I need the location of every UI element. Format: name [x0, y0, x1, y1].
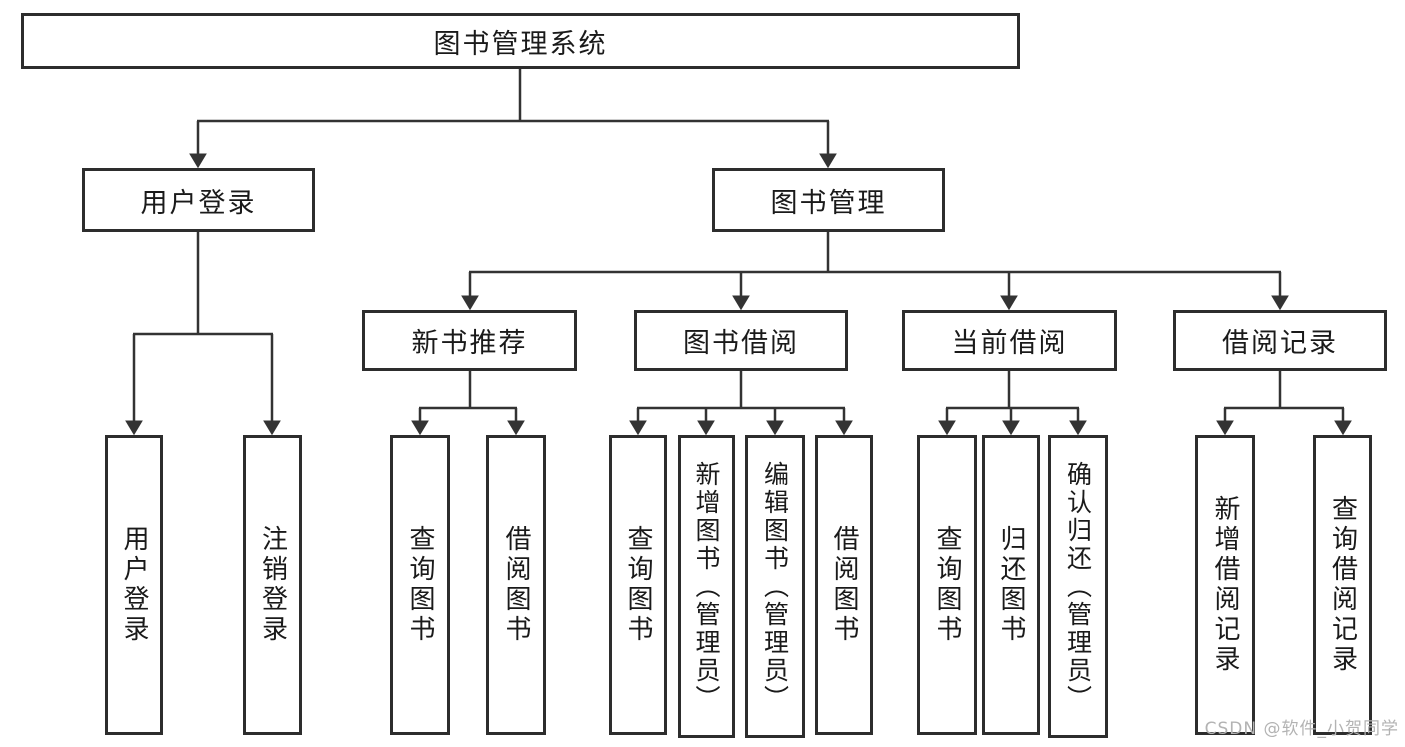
node-label: 编辑图书（管理员）	[760, 460, 790, 713]
node-logout-action: 注销登录	[243, 435, 302, 735]
node-label: 查询借阅记录	[1327, 495, 1358, 675]
node-label: 新书推荐	[411, 328, 528, 359]
node-label: 图书管理系统	[433, 28, 608, 60]
node-user-login: 用户登录	[82, 168, 315, 232]
node-label: 借阅图书	[829, 525, 859, 645]
node-add-borrow-record: 新增借阅记录	[1195, 435, 1255, 735]
node-label: 借阅记录	[1222, 328, 1338, 359]
node-borrow-books-recommend: 借阅图书	[486, 435, 546, 735]
node-confirm-return-admin: 确认归还（管理员）	[1048, 435, 1108, 738]
node-label: 查询图书	[932, 525, 962, 645]
node-new-book-recommend: 新书推荐	[362, 310, 577, 371]
node-current-borrow: 当前借阅	[902, 310, 1117, 371]
node-label: 用户登录	[140, 187, 257, 219]
node-query-books-borrow: 查询图书	[609, 435, 667, 735]
node-borrow-books-borrow: 借阅图书	[815, 435, 873, 735]
node-label: 新增借阅记录	[1210, 495, 1240, 675]
node-label: 新增图书（管理员）	[692, 460, 721, 713]
node-edit-books-admin: 编辑图书（管理员）	[745, 435, 805, 738]
node-query-books-recommend: 查询图书	[390, 435, 450, 735]
node-label: 查询图书	[623, 525, 653, 645]
node-book-borrow: 图书借阅	[634, 310, 848, 371]
node-label: 用户登录	[119, 525, 149, 645]
node-add-books-admin: 新增图书（管理员）	[678, 435, 735, 738]
node-label: 当前借阅	[951, 328, 1068, 359]
node-label: 借阅图书	[501, 525, 531, 645]
node-label: 图书管理	[770, 187, 887, 219]
node-label: 注销登录	[257, 525, 288, 645]
node-label: 图书借阅	[683, 328, 799, 359]
node-user-login-action: 用户登录	[105, 435, 163, 735]
node-query-borrow-record: 查询借阅记录	[1313, 435, 1372, 735]
node-query-books-current: 查询图书	[917, 435, 977, 735]
node-return-books: 归还图书	[982, 435, 1040, 735]
node-book-management: 图书管理	[712, 168, 945, 232]
node-library-management-system: 图书管理系统	[21, 13, 1020, 69]
node-label: 归还图书	[996, 525, 1026, 645]
node-borrow-records: 借阅记录	[1173, 310, 1387, 371]
node-label: 确认归还（管理员）	[1063, 460, 1093, 713]
node-label: 查询图书	[405, 525, 435, 645]
watermark: CSDN @软件_小贺同学	[1204, 719, 1399, 739]
